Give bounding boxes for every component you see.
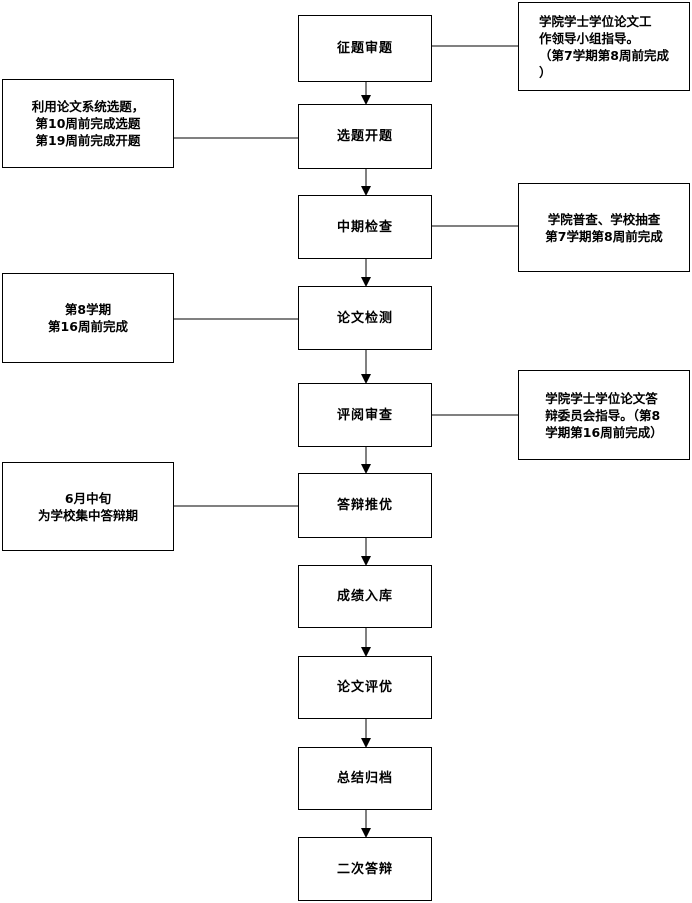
step-10-label: 二次答辩 (336, 861, 393, 877)
step-3-label: 中期检查 (336, 219, 393, 235)
note-3-box: 学院普查、学校抽查 第7学期第8周前完成 (518, 183, 690, 272)
step-1-label: 征题审题 (336, 41, 393, 56)
note-5-text: 学院学士学位论文答 辩委员会指导。（第8 学期第16周前完成） (545, 390, 663, 440)
note-6-box: 6月中旬 为学校集中答辩期 (2, 462, 174, 551)
step-9-label: 总结归档 (336, 771, 393, 786)
step-10-box: 二次答辩 (298, 837, 432, 901)
note-5-box: 学院学士学位论文答 辩委员会指导。（第8 学期第16周前完成） (518, 370, 690, 460)
note-4-text: 第8学期 第16周前完成 (48, 302, 128, 334)
step-4-box: 论文检测 (298, 286, 432, 350)
step-8-label: 论文评优 (336, 680, 393, 695)
step-6-box: 答辩推优 (298, 473, 432, 538)
step-1-box: 征题审题 (298, 15, 432, 82)
note-6-text: 6月中旬 为学校集中答辩期 (37, 490, 138, 523)
step-8-box: 论文评优 (298, 656, 432, 719)
step-3-box: 中期检查 (298, 195, 432, 259)
note-2-text: 利用论文系统选题， 第10周前完成选题 第19周前完成开题 (31, 99, 145, 148)
step-2-box: 选题开题 (298, 104, 432, 169)
note-1-text: 学院学士学位论文工 作领导小组指导。 （第7学期第8周前完成 ） (539, 13, 669, 80)
step-2-label: 选题开题 (336, 129, 393, 144)
step-5-label: 评阅审查 (336, 407, 393, 423)
note-2-box: 利用论文系统选题， 第10周前完成选题 第19周前完成开题 (2, 79, 174, 168)
step-6-label: 答辩推优 (336, 498, 393, 513)
note-4-box: 第8学期 第16周前完成 (2, 273, 174, 363)
step-4-label: 论文检测 (336, 310, 393, 326)
note-1-box: 学院学士学位论文工 作领导小组指导。 （第7学期第8周前完成 ） (518, 2, 690, 91)
step-9-box: 总结归档 (298, 747, 432, 810)
step-7-box: 成绩入库 (298, 565, 432, 628)
step-5-box: 评阅审查 (298, 383, 432, 447)
step-7-label: 成绩入库 (336, 589, 393, 604)
note-3-text: 学院普查、学校抽查 第7学期第8周前完成 (545, 211, 663, 244)
